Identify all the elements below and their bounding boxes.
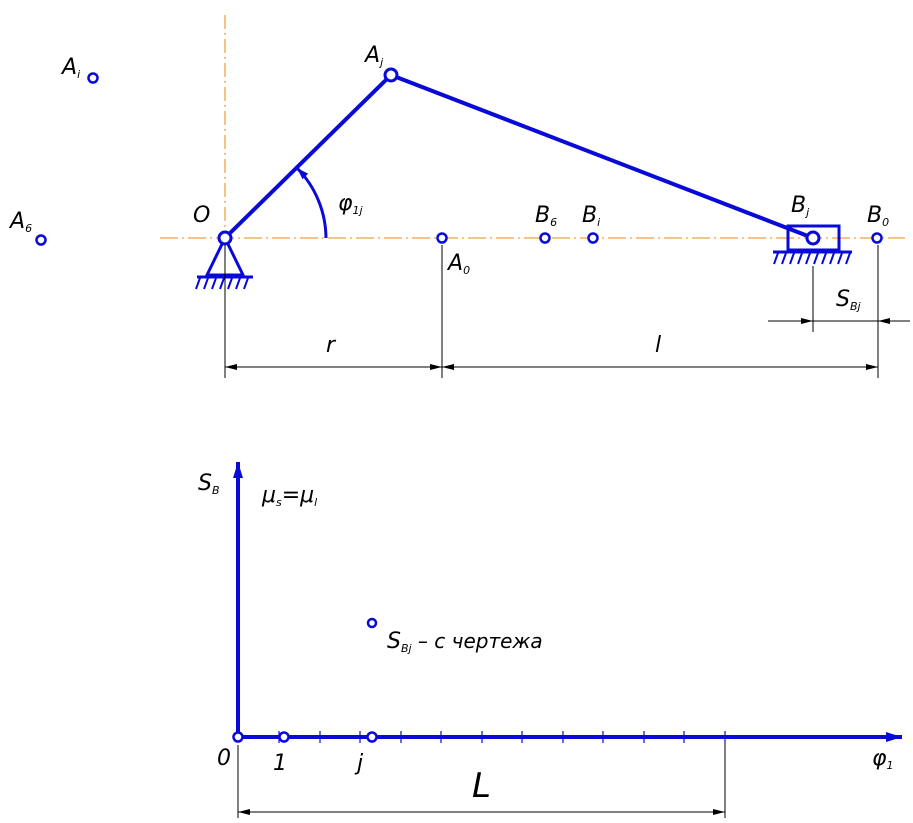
label-ai: Ai — [60, 55, 80, 81]
graph-point-sbj — [366, 617, 378, 629]
label-aj: Aj — [363, 43, 384, 69]
x-axis-ticks — [278, 731, 726, 743]
mechanism: O Aj Ai A6 A0 B6 Bi Bj B0 φ1j r l SBj — [8, 15, 910, 378]
joint-aj — [383, 67, 399, 83]
point-ai — [87, 72, 99, 84]
label-scale: μs=μl — [261, 483, 317, 509]
slider-block — [773, 224, 852, 265]
label-bj: Bj — [791, 193, 810, 219]
displacement-graph: SB μs=μl φ1 0 1 j L SBj – с чертежа — [198, 462, 902, 818]
point-b0 — [871, 232, 883, 244]
label-bi: Bi — [582, 203, 600, 229]
label-note: SBj – с чертежа — [387, 629, 543, 655]
graph-point-1 — [278, 731, 290, 743]
label-b0: B0 — [867, 203, 889, 229]
label-b6: B6 — [535, 203, 557, 229]
joint-o — [217, 230, 233, 246]
graph-point-origin — [232, 731, 244, 743]
angle-arc — [295, 166, 328, 239]
crank-link — [223, 73, 393, 240]
label-l: l — [655, 333, 661, 358]
connecting-rod-link — [390, 73, 814, 240]
label-tick-1: 1 — [273, 751, 287, 776]
label-tick-j: j — [354, 751, 364, 776]
point-a0 — [436, 232, 448, 244]
dimension-big-l — [237, 743, 726, 818]
joint-bj — [805, 230, 821, 246]
point-a6 — [35, 234, 47, 246]
graph-point-j — [366, 731, 378, 743]
label-o: O — [193, 203, 210, 228]
label-big-l: L — [472, 766, 491, 806]
label-phi: φ1j — [338, 191, 364, 217]
label-a6: A6 — [8, 209, 32, 235]
dimension-lines — [224, 245, 910, 378]
label-sbj: SBj — [836, 287, 862, 313]
label-a0: A0 — [446, 251, 470, 277]
label-phi1: φ1 — [872, 746, 894, 772]
label-r: r — [326, 333, 337, 358]
label-sb: SB — [198, 471, 220, 497]
point-bi — [587, 232, 599, 244]
point-b6 — [539, 232, 551, 244]
label-origin: 0 — [217, 746, 231, 771]
